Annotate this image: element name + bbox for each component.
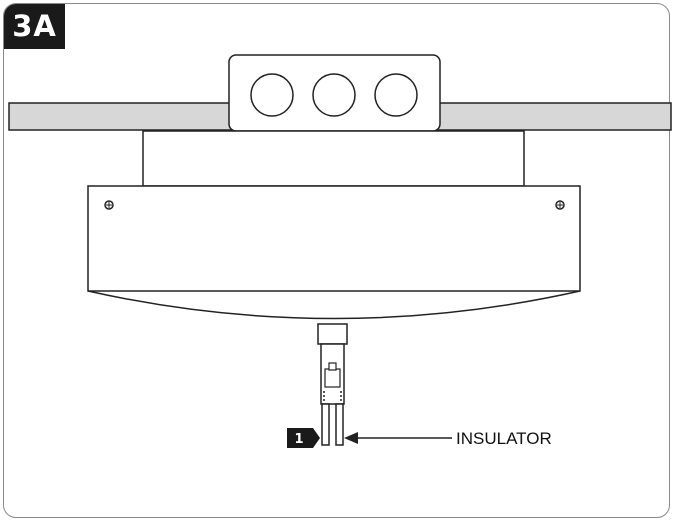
callout-marker-1: 1: [287, 428, 320, 448]
callout-marker-number: 1: [294, 432, 303, 447]
mounting-plate: [142, 130, 525, 187]
screw-right-icon: [555, 200, 565, 210]
knockout-left: [250, 73, 294, 117]
insulator-label: INSULATOR: [456, 429, 552, 448]
knockout-right: [374, 73, 418, 117]
fixture-housing: [87, 185, 581, 320]
insulator-arrowhead: [344, 432, 358, 444]
step-badge: 3A: [4, 4, 65, 49]
hanger-socket-assembly: [317, 323, 348, 446]
screw-left-icon: [104, 200, 114, 210]
knockout-center: [312, 73, 356, 117]
